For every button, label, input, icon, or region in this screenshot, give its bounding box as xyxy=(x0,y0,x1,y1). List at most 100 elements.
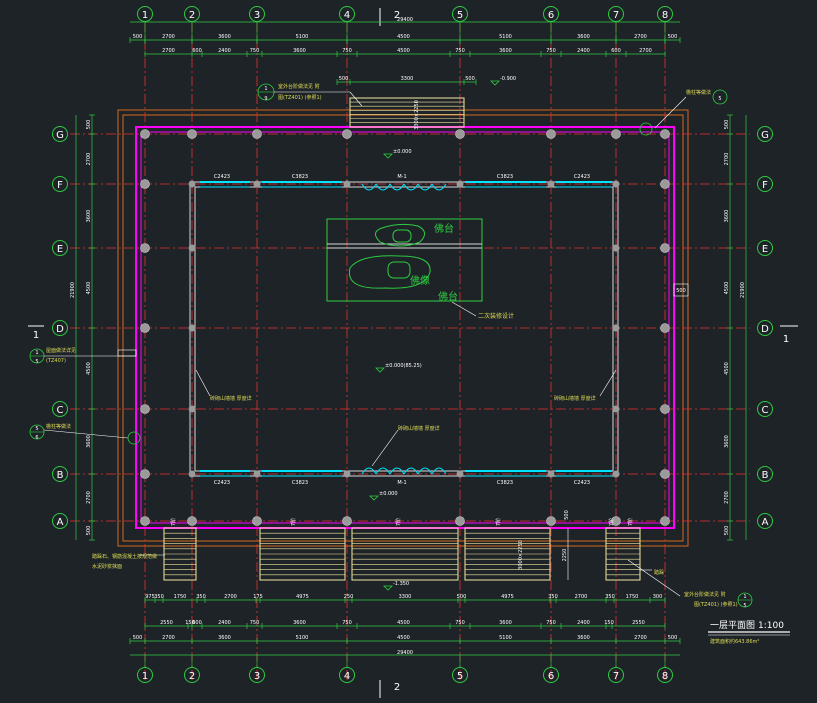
bottom-dim-row1-val-10: 4975 xyxy=(501,594,514,600)
column-8D xyxy=(660,323,670,333)
axis-top-3-label: 3 xyxy=(254,10,260,21)
axis-bottom-2-label: 2 xyxy=(189,671,195,682)
bottom-door-leaf-6 xyxy=(431,467,447,475)
axis-top-6-circle xyxy=(543,6,559,22)
bottom-dim-row1-val-3: 350 xyxy=(196,594,206,600)
axis-top-2-circle xyxy=(184,6,200,22)
axis-left-B-circle xyxy=(52,466,68,482)
column-8F xyxy=(660,179,670,189)
right-dim-val-5: 3600 xyxy=(724,435,730,448)
bottom-dim-row3-val-6: 3600 xyxy=(577,635,590,641)
axis-right-G-circle xyxy=(757,126,773,142)
top-door-leaf-4 xyxy=(403,183,419,191)
axis-bottom-2-circle xyxy=(184,667,200,683)
axis-top-5-label: 5 xyxy=(457,10,463,21)
inner-column-7E xyxy=(612,244,620,252)
column-1B xyxy=(140,469,150,479)
buddha-platform-frame xyxy=(326,218,483,302)
axis-bottom-8-label: 8 xyxy=(662,671,668,682)
top-dim-row2-val-11: 600 xyxy=(611,48,621,54)
window-label-bottom-1: C2423 xyxy=(214,480,230,486)
top-callout-line-1: 室外台阶做法见 附 xyxy=(278,83,320,90)
axis-right-D-label: D xyxy=(761,324,769,335)
axis-right-B-circle xyxy=(757,466,773,482)
axis-right-A-label: A xyxy=(762,517,769,528)
bottom-dim-row3-val-0: 500 xyxy=(133,635,143,641)
top-door-leaf-6 xyxy=(431,183,447,191)
level-north-value: ±0.000 xyxy=(393,149,412,155)
column-1C xyxy=(140,404,150,414)
axis-right-D-circle xyxy=(757,320,773,336)
bottom-dim-row3-val-1: 2700 xyxy=(162,635,175,641)
column-8B xyxy=(660,469,670,479)
axis-bottom-3-label: 3 xyxy=(254,671,260,682)
bottom-dim-row2-val-0: 2550 xyxy=(160,620,173,626)
section-mark-left: 1 xyxy=(33,330,39,341)
bottom-dim-row2-val-10: 750 xyxy=(546,620,556,626)
column-1F xyxy=(140,179,150,189)
buddha-statue-inner xyxy=(387,261,411,279)
axis-right-B-label: B xyxy=(762,470,769,481)
axis-left-F-circle xyxy=(52,176,68,192)
right-wall-opening xyxy=(673,283,689,297)
window-label-bottom-2: C3823 xyxy=(292,480,308,486)
right-dim-val-7: 500 xyxy=(724,526,730,536)
axis-left-C-circle xyxy=(52,401,68,417)
top-callout-arrow xyxy=(349,91,363,107)
axis-bottom-8-circle xyxy=(657,667,673,683)
axis-top-2-label: 2 xyxy=(189,10,195,21)
top-dim-row1-val-2: 3600 xyxy=(218,34,231,40)
left-dim-val-5: 3600 xyxy=(86,435,92,448)
top-callout-line-2: 图(TZ401) (参照1) xyxy=(278,94,322,101)
buddha-note-text: 二次装修设计 xyxy=(478,312,514,320)
inner-column-3F xyxy=(253,180,261,188)
bottom-right-callout-1: 室外台阶做法见 附 xyxy=(684,591,726,598)
inner-column-7D xyxy=(612,324,620,332)
stair-tag-4: 7阶 xyxy=(495,518,502,526)
top-dim-row2-val-7: 750 xyxy=(455,48,465,54)
axis-right-F-circle xyxy=(757,176,773,192)
inner-column-7C xyxy=(612,405,620,413)
axis-left-F-label: F xyxy=(57,180,63,191)
column-5G xyxy=(455,129,465,139)
bottom-dim-row2-val-9: 3600 xyxy=(499,620,512,626)
right-overall: 21900 xyxy=(740,282,746,298)
axis-left-C-label: C xyxy=(57,405,64,416)
top-dim-row1-val-8: 500 xyxy=(668,34,678,40)
top-dim-row2-val-2: 2400 xyxy=(218,48,231,54)
buddha-bottom-label: 佛台 xyxy=(438,290,458,303)
top-dim-row2-val-10: 2400 xyxy=(577,48,590,54)
window-label-top-5: C2423 xyxy=(574,174,590,180)
axis-top-7-circle xyxy=(608,6,624,22)
level-hall-symbol xyxy=(375,367,385,373)
bottom-dim-row1-val-15: 300 xyxy=(653,594,663,600)
drawing-title: 一层平面图 xyxy=(710,620,755,631)
right-dim-val-2: 3600 xyxy=(724,210,730,223)
stair-tag-2: 7阶 xyxy=(290,518,297,526)
stair-side-dim: 2250 xyxy=(562,549,568,562)
inner-column-3B xyxy=(253,470,261,478)
top-stair-dim-val-1: 3300 xyxy=(401,76,414,82)
left-dim-val-1: 2700 xyxy=(86,153,92,166)
axis-top-1-label: 1 xyxy=(142,10,148,21)
drawing-subtitle: 建筑面积约643.86m² xyxy=(710,638,759,645)
top-dim-row2-val-4: 3600 xyxy=(293,48,306,54)
level-north-symbol xyxy=(383,153,393,159)
top-stair-outline xyxy=(349,97,465,128)
bottom-dim-row1-val-1: 350 xyxy=(154,594,164,600)
column-8G xyxy=(660,129,670,139)
bottom-right-callout-2: 图(TZ401) (参照1) xyxy=(694,601,738,608)
axis-top-8-label: 8 xyxy=(662,10,668,21)
top-dim-row2-val-3: 750 xyxy=(250,48,260,54)
stair-tag-6: 7阶 xyxy=(627,518,634,526)
bottom-door-leaf-5 xyxy=(417,467,433,475)
left-dim-val-3: 4500 xyxy=(86,282,92,295)
column-4A xyxy=(342,516,352,526)
axis-bottom-4-circle xyxy=(339,667,355,683)
bottom-dim-row2-val-7: 4500 xyxy=(397,620,410,626)
right-stair-note: 踏跺 xyxy=(654,569,664,576)
column-4G xyxy=(342,129,352,139)
stair-tag-3: 7阶 xyxy=(395,518,402,526)
top-right-callout-text: 檐柱等做法 xyxy=(686,89,711,96)
